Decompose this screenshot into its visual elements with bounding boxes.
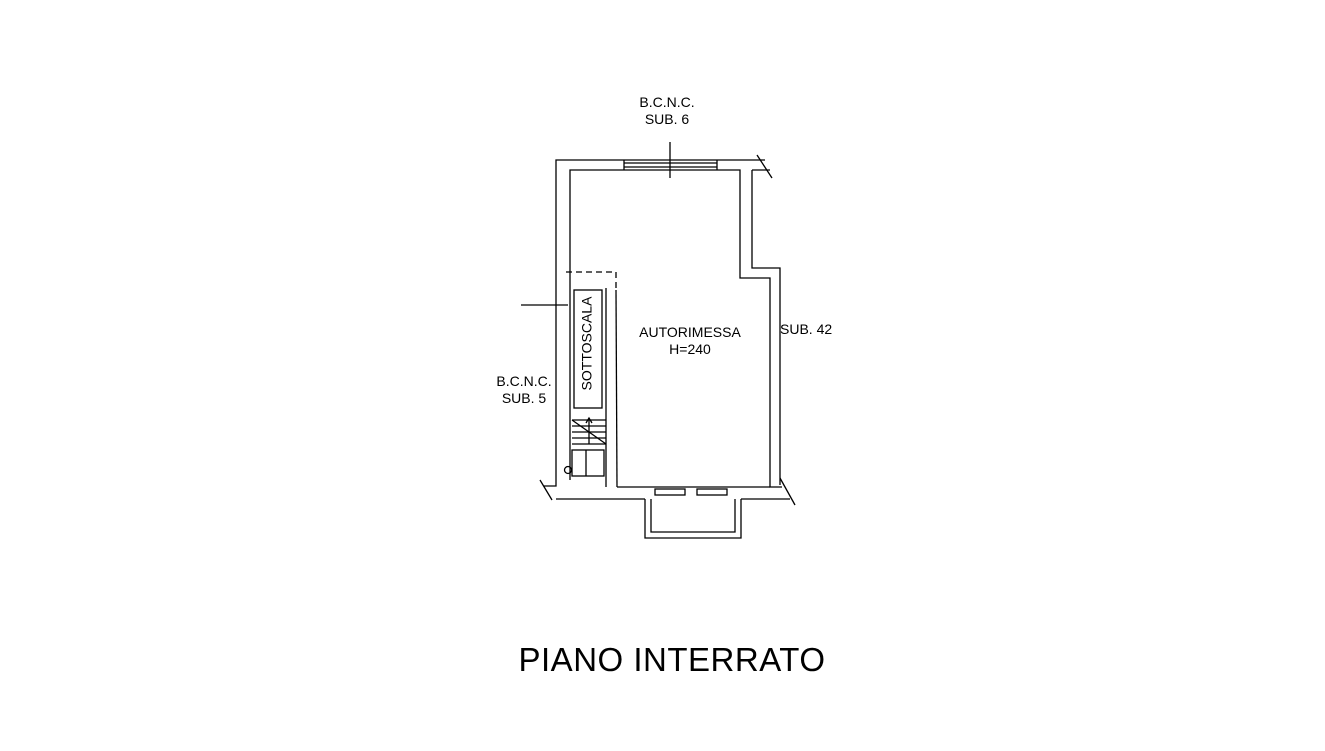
label-neighbor-left: B.C.N.C. SUB. 5 bbox=[482, 373, 566, 407]
drain-symbol bbox=[563, 465, 573, 475]
right-wall bbox=[751, 170, 781, 485]
break-line-top-right bbox=[756, 154, 773, 179]
inner-wall-top-right bbox=[717, 169, 782, 488]
window-bottom bbox=[654, 486, 735, 496]
label-neighbor-top-line1: B.C.N.C. bbox=[639, 94, 695, 110]
plan-title: PIANO INTERRATO bbox=[518, 641, 826, 678]
label-neighbor-top-line2: SUB. 6 bbox=[644, 111, 690, 127]
stair-box bbox=[573, 289, 603, 409]
label-room-height: H=240 bbox=[669, 341, 711, 357]
break-line-bottom-left bbox=[539, 479, 553, 501]
inner-wall bbox=[569, 169, 624, 480]
label-neighbor-right: SUB. 42 bbox=[780, 321, 833, 337]
label-stair: SOTTOSCALA bbox=[578, 296, 595, 391]
break-line-bottom-right bbox=[779, 477, 796, 506]
light-well bbox=[644, 499, 742, 539]
stair-steps bbox=[571, 416, 607, 445]
label-neighbor-left-line2: SUB. 5 bbox=[501, 390, 547, 406]
stair-partition bbox=[615, 289, 618, 488]
label-neighbor-left-line1: B.C.N.C. bbox=[496, 373, 552, 389]
outer-wall bbox=[544, 159, 624, 487]
label-room-name: AUTORIMESSA bbox=[639, 324, 741, 340]
utility-box bbox=[571, 449, 605, 477]
label-neighbor-top: B.C.N.C. SUB. 6 bbox=[617, 94, 717, 128]
label-room: AUTORIMESSA H=240 bbox=[625, 324, 755, 358]
